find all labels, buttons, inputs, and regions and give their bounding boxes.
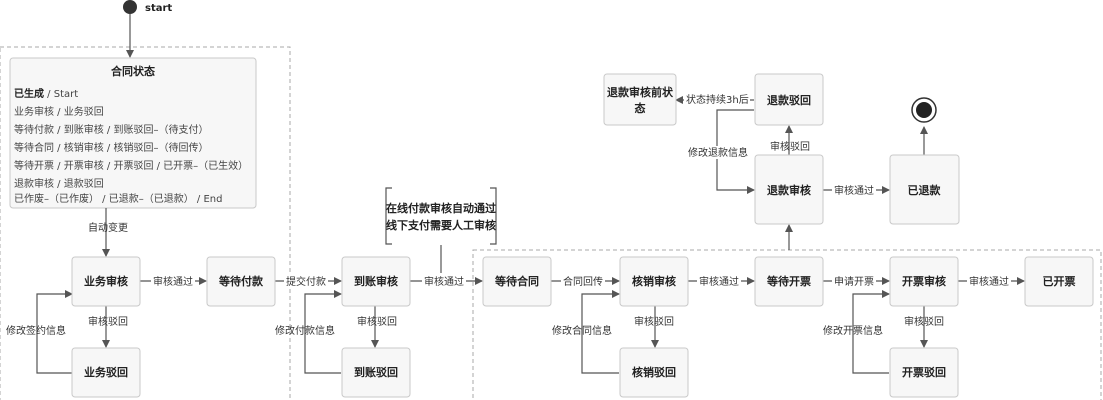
edge-s8-s7 xyxy=(581,290,620,374)
note-bracket: 在线付款审核自动通过 线下支付需要人工审核 xyxy=(385,187,497,245)
legend-line-1: 已生成 / Start xyxy=(14,87,78,100)
note-line-2: 线下支付需要人工审核 xyxy=(386,218,496,232)
edge-s11-s10 xyxy=(852,290,890,374)
state-awaiting-contract: 等待合同 xyxy=(482,256,552,307)
start-label: start xyxy=(145,3,172,14)
svg-text:等待合同: 等待合同 xyxy=(494,274,539,288)
svg-text:业务驳回: 业务驳回 xyxy=(84,365,128,379)
label-reject-3: 审核驳回 xyxy=(634,315,674,328)
legend-title: 合同状态 xyxy=(111,64,155,78)
label-approve-2: 审核通过 xyxy=(424,275,464,288)
label-refund-approve: 审核通过 xyxy=(834,184,874,197)
legend-line-7: 已作废–（已作废） / 已退款–（已退款） / End xyxy=(14,192,222,205)
legend-line-6: 退款审核 / 退款驳回 xyxy=(14,177,104,190)
svg-text:开票驳回: 开票驳回 xyxy=(902,365,946,379)
state-writeoff-review: 核销审核 xyxy=(619,256,689,307)
legend-line-5: 等待开票 / 开票审核 / 开票驳回 / 已开票–（已生效） xyxy=(14,159,248,172)
label-modify-contract: 修改合同信息 xyxy=(552,324,612,337)
label-apply-invoice: 申请开票 xyxy=(834,275,874,288)
end-node xyxy=(911,97,937,123)
left-group-frame xyxy=(0,46,291,400)
label-approve-3: 审核通过 xyxy=(699,275,739,288)
state-business-review: 业务审核 xyxy=(71,256,141,307)
state-refund-rejected: 退款驳回 xyxy=(754,73,824,126)
state-awaiting-payment: 等待付款 xyxy=(206,256,276,307)
label-refund-reject: 审核驳回 xyxy=(770,140,810,153)
state-business-rejected: 业务驳回 xyxy=(71,347,141,398)
edge-s5-s4 xyxy=(304,290,342,374)
state-writeoff-rejected: 核销驳回 xyxy=(619,347,689,398)
label-reject-1: 审核驳回 xyxy=(88,315,128,328)
state-refunded: 已退款 xyxy=(889,154,960,225)
edge-labels: 自动变更 审核通过 提交付款 审核通过 合同回传 审核通过 申请开票 审核通过 … xyxy=(6,93,1011,337)
svg-text:到账审核: 到账审核 xyxy=(354,274,398,288)
svg-text:态: 态 xyxy=(635,101,646,115)
svg-text:业务审核: 业务审核 xyxy=(84,274,128,288)
svg-text:等待付款: 等待付款 xyxy=(218,274,264,288)
label-modify-refund: 修改退款信息 xyxy=(688,146,748,159)
state-before-refund-review: 退款审核前状 态 xyxy=(603,73,677,126)
svg-text:到账驳回: 到账驳回 xyxy=(354,365,398,379)
legend-line-2: 业务审核 / 业务驳回 xyxy=(14,105,104,118)
label-modify-invoice: 修改开票信息 xyxy=(823,324,883,337)
svg-text:已退款: 已退款 xyxy=(908,183,942,197)
state-invoiced: 已开票 xyxy=(1024,256,1094,307)
label-auto-change: 自动变更 xyxy=(88,221,128,234)
state-arrival-review: 到账审核 xyxy=(341,256,411,307)
label-reject-4: 审核驳回 xyxy=(904,315,944,328)
label-approve-1: 审核通过 xyxy=(153,275,193,288)
note-line-1: 在线付款审核自动通过 xyxy=(386,201,496,215)
svg-text:等待开票: 等待开票 xyxy=(766,274,811,288)
svg-text:退款审核前状: 退款审核前状 xyxy=(607,85,674,99)
label-approve-4: 审核通过 xyxy=(969,275,1009,288)
svg-text:核销审核: 核销审核 xyxy=(632,274,676,288)
label-modify-sign: 修改签约信息 xyxy=(6,324,66,337)
svg-text:开票审核: 开票审核 xyxy=(902,274,946,288)
svg-text:退款驳回: 退款驳回 xyxy=(767,93,811,107)
legend-line-3: 等待付款 / 到账审核 / 到账驳回–（待支付） xyxy=(14,123,208,136)
svg-text:退款审核: 退款审核 xyxy=(767,183,811,197)
legend-line-4: 等待合同 / 核销审核 / 核销驳回–（待回传） xyxy=(14,141,208,154)
start-node xyxy=(123,0,137,14)
label-contract-return: 合同回传 xyxy=(563,275,603,288)
svg-text:已开票: 已开票 xyxy=(1043,275,1076,288)
right-group-frame xyxy=(472,249,1102,400)
edge-s2-s1 xyxy=(36,290,73,374)
svg-text:核销驳回: 核销驳回 xyxy=(632,365,676,379)
label-modify-payment: 修改付款信息 xyxy=(275,324,335,337)
label-reject-2: 审核驳回 xyxy=(357,315,397,328)
state-invoice-rejected: 开票驳回 xyxy=(889,347,959,398)
state-invoice-review: 开票审核 xyxy=(889,256,959,307)
state-arrival-rejected: 到账驳回 xyxy=(341,347,411,398)
state-refund-review: 退款审核 xyxy=(754,154,824,225)
state-awaiting-invoice: 等待开票 xyxy=(754,256,824,307)
label-submit-payment: 提交付款 xyxy=(286,275,326,288)
label-status-3h: 状态持续3h后 xyxy=(686,93,749,106)
legend-box: 合同状态 已生成 / Start 业务审核 / 业务驳回 等待付款 / 到账审核… xyxy=(9,57,257,209)
